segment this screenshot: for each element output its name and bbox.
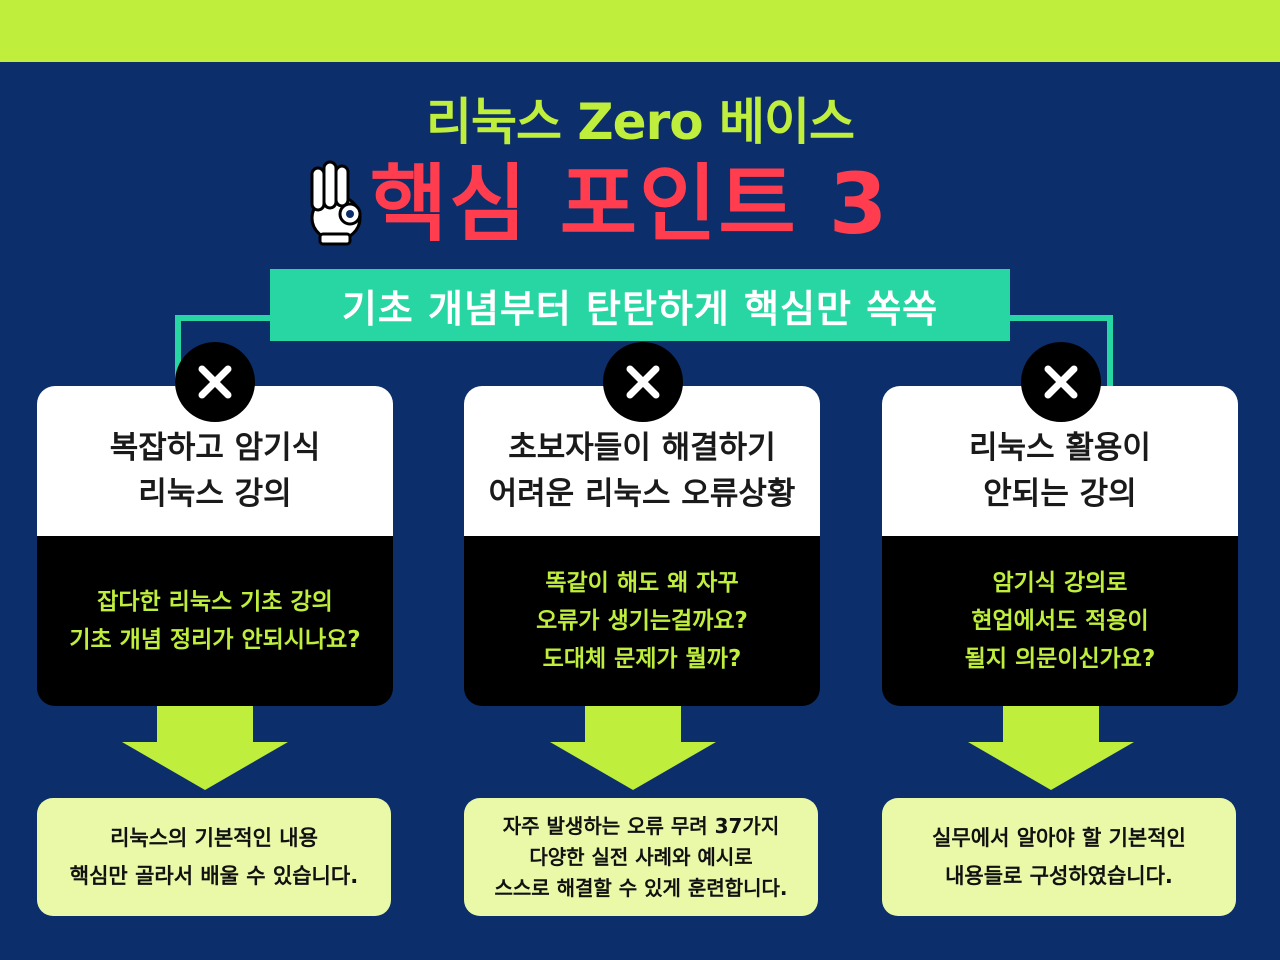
- card-question-area: 잡다한 리눅스 기초 강의 기초 개념 정리가 안되시나요?: [37, 536, 393, 706]
- down-arrow-icon: [550, 706, 716, 790]
- card-question: 암기식 강의로 현업에서도 적용이 될지 의문이신가요?: [964, 570, 1156, 672]
- down-arrow-icon: [968, 706, 1134, 790]
- subtitle-text: 기초 개념부터 탄탄하게 핵심만 쏙쏙: [341, 286, 939, 331]
- card-question-area: 똑같이 해도 왜 자꾸 오류가 생기는걸까요? 도대체 문제가 뭘까?: [464, 536, 820, 706]
- card-heading: 리눅스 활용이 안되는 강의: [969, 430, 1151, 512]
- result-text: 실무에서 알아야 할 기본적인 내용들로 구성하였습니다.: [932, 826, 1186, 888]
- point-card-3: 리눅스 활용이 안되는 강의 암기식 강의로 현업에서도 적용이 될지 의문이신…: [882, 386, 1238, 706]
- x-icon: [175, 342, 255, 422]
- x-icon: [1021, 342, 1101, 422]
- card-question-area: 암기식 강의로 현업에서도 적용이 될지 의문이신가요?: [882, 536, 1238, 706]
- card-question: 잡다한 리눅스 기초 강의 기초 개념 정리가 안되시나요?: [69, 589, 361, 653]
- point-card-2: 초보자들이 해결하기 어려운 리눅스 오류상황 똑같이 해도 왜 자꾸 오류가 …: [464, 386, 820, 706]
- down-arrow-icon: [122, 706, 288, 790]
- result-box-1: 리눅스의 기본적인 내용 핵심만 골라서 배울 수 있습니다.: [37, 798, 391, 916]
- ok-hand-icon: [310, 160, 362, 246]
- card-heading-area: 복잡하고 암기식 리눅스 강의: [37, 386, 393, 536]
- subtitle-banner: 기초 개념부터 탄탄하게 핵심만 쏙쏙: [270, 269, 1010, 341]
- title-line-2: 핵심 포인트 3: [370, 155, 890, 253]
- top-accent-band: [0, 0, 1280, 62]
- result-text: 리눅스의 기본적인 내용 핵심만 골라서 배울 수 있습니다.: [69, 826, 359, 888]
- card-heading: 초보자들이 해결하기 어려운 리눅스 오류상황: [488, 430, 796, 512]
- card-question: 똑같이 해도 왜 자꾸 오류가 생기는걸까요? 도대체 문제가 뭘까?: [536, 570, 748, 672]
- result-box-3: 실무에서 알아야 할 기본적인 내용들로 구성하였습니다.: [882, 798, 1236, 916]
- result-box-2: 자주 발생하는 오류 무려 37가지 다양한 실전 사례와 예시로 스스로 해결…: [464, 798, 818, 916]
- x-icon: [603, 342, 683, 422]
- title-line-1: 리눅스 Zero 베이스: [426, 93, 855, 151]
- point-card-1: 복잡하고 암기식 리눅스 강의 잡다한 리눅스 기초 강의 기초 개념 정리가 …: [37, 386, 393, 706]
- card-heading: 복잡하고 암기식 리눅스 강의: [109, 430, 321, 512]
- result-text: 자주 발생하는 오류 무려 37가지 다양한 실전 사례와 예시로 스스로 해결…: [494, 813, 788, 900]
